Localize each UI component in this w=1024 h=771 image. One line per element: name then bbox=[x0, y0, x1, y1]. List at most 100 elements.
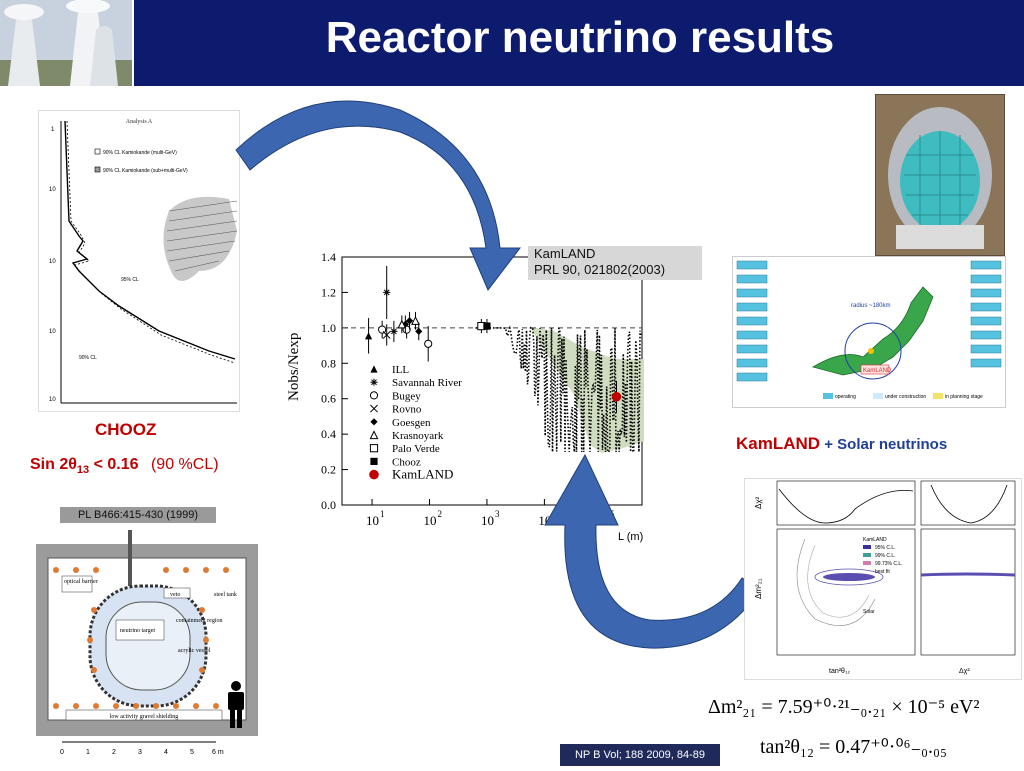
japan-reactor-map: radius ~180km KamLAND operating under co… bbox=[732, 256, 1006, 408]
y-tick-label-2: 0.4 bbox=[321, 427, 336, 441]
y-tick-label-0: 0.0 bbox=[321, 498, 336, 512]
chooz-detector-diagram: optical barrier veto steel tank neutrino… bbox=[36, 530, 258, 766]
chooz-label: CHOOZ bbox=[95, 420, 157, 439]
legend-krasnoyark: Krasnoyark bbox=[369, 430, 444, 442]
svg-text:Rovno: Rovno bbox=[392, 404, 422, 416]
map-radius-label: radius ~180km bbox=[851, 303, 891, 309]
svg-text:tan²θ₁₂: tan²θ₁₂ bbox=[829, 668, 850, 675]
point-goesgen-1 bbox=[405, 311, 414, 330]
x-tick-label-1: 10 bbox=[423, 513, 436, 528]
y-tick-label-5: 1.0 bbox=[321, 321, 336, 335]
kamland-ref-line2: PRL 90, 021802(2003) bbox=[534, 262, 666, 277]
svg-text:Chooz: Chooz bbox=[392, 456, 421, 468]
formula-delta-m2: Δm²₂₁ = 7.59⁺⁰·²¹₋₀.₂₁ × 10⁻⁵ eV² bbox=[708, 694, 1008, 728]
y-axis-label: Nobs/Nexp bbox=[286, 333, 302, 401]
contour-legend-9973: 99.73% C.L. bbox=[875, 561, 903, 567]
x-tick-exp-1: 2 bbox=[437, 509, 442, 519]
legend-palo-verde: Palo Verde bbox=[369, 443, 440, 455]
point-savannah-river-1 bbox=[390, 320, 398, 343]
formula-delta-m2-text: Δm²₂₁ = 7.59⁺⁰·²¹₋₀.₂₁ × 10⁻⁵ eV² bbox=[708, 696, 980, 718]
person-scale-icon bbox=[224, 680, 248, 730]
legend-chooz: Chooz bbox=[370, 456, 421, 468]
x-tick-label-0: 10 bbox=[366, 513, 379, 528]
kamland-name: KamLAND bbox=[736, 434, 821, 453]
point-krasnoyark-1 bbox=[411, 311, 420, 330]
svg-text:10: 10 bbox=[49, 329, 56, 335]
formula-tan2theta-text: tan²θ₁₂ = 0.47⁺⁰·⁰⁶₋₀.₀₅ bbox=[760, 736, 947, 758]
y-tick-label-3: 0.6 bbox=[321, 392, 336, 406]
point-ill-0 bbox=[364, 318, 373, 354]
chooz-figure-header: Analysis A bbox=[126, 119, 153, 125]
chooz-label-steel-tank: steel tank bbox=[214, 592, 237, 598]
y-tick-label-4: 0.8 bbox=[321, 356, 336, 370]
legend-ill: ILL bbox=[370, 364, 409, 376]
x-tick-label-2: 10 bbox=[481, 513, 494, 528]
svg-text:10: 10 bbox=[49, 187, 56, 193]
svg-text:Δχ²: Δχ² bbox=[754, 496, 763, 509]
scale-tick-4: 4 bbox=[164, 749, 168, 756]
legend-bugey: Bugey bbox=[369, 390, 421, 402]
svg-text:Goesgen: Goesgen bbox=[392, 417, 431, 429]
svg-text:Palo Verde: Palo Verde bbox=[392, 443, 440, 455]
contour-legend-95: 95% C.L. bbox=[875, 545, 896, 551]
kamland-band bbox=[530, 327, 644, 453]
arrow-solar-to-chart bbox=[544, 453, 761, 649]
point-bugey-0 bbox=[378, 320, 387, 339]
chooz-reference: PL B466:415-430 (1999) bbox=[60, 507, 216, 523]
point-kamland-0 bbox=[611, 380, 622, 413]
x-axis-label: L (m) bbox=[618, 531, 644, 543]
chooz-legend-1: 90% CL Kamiokande (multi-GeV) bbox=[103, 150, 177, 156]
kamland-detector-photo bbox=[875, 94, 1005, 256]
y-tick-label-7: 1.4 bbox=[321, 250, 336, 264]
svg-text:KamLAND: KamLAND bbox=[392, 467, 453, 482]
chooz-result-prefix: Sin 2θ bbox=[30, 456, 77, 473]
chooz-label-neutrino-target: neutrino target bbox=[120, 628, 155, 634]
point-krasnoyark-0 bbox=[397, 315, 407, 334]
svg-text:Savannah River: Savannah River bbox=[392, 377, 462, 389]
y-tick-label-1: 0.2 bbox=[321, 463, 336, 477]
scale-tick-3: 3 bbox=[138, 749, 142, 756]
svg-text:ILL: ILL bbox=[392, 364, 409, 376]
point-rovno-0 bbox=[382, 324, 391, 346]
scale-tick-0: 0 bbox=[60, 749, 64, 756]
legend-goesgen: Goesgen bbox=[370, 417, 431, 429]
chooz-label-acrylic: acrylic vessel bbox=[178, 648, 211, 654]
point-chooz-0 bbox=[483, 319, 491, 334]
arrow-chooz-to-chart bbox=[235, 100, 522, 291]
chooz-curve-label-95: 95% CL bbox=[121, 277, 139, 283]
svg-text:1: 1 bbox=[51, 127, 55, 133]
nuclear-physics-reference: NP B Vol; 188 2009, 84-89 bbox=[560, 744, 720, 766]
oscillation-curve bbox=[475, 325, 642, 453]
chooz-cl: (90 %CL) bbox=[150, 456, 219, 473]
point-savannah-river-0 bbox=[383, 265, 391, 319]
svg-text:10: 10 bbox=[49, 397, 56, 403]
x-tick-exp-2: 3 bbox=[495, 509, 500, 519]
chooz-legend-2: 90% CL Kamiokande (sub+multi-GeV) bbox=[103, 168, 188, 174]
svg-text:10: 10 bbox=[49, 259, 56, 265]
formula-tan2theta: tan²θ₁₂ = 0.47⁺⁰·⁰⁶₋₀.₀₅ bbox=[760, 734, 1000, 764]
kamland-solar-label: KamLAND + Solar neutrinos bbox=[736, 434, 947, 454]
x-tick-exp-0: 1 bbox=[380, 509, 385, 519]
chooz-label-containment: containment region bbox=[176, 618, 223, 624]
chooz-result-value: < 0.16 bbox=[89, 456, 139, 473]
svg-text:Bugey: Bugey bbox=[392, 390, 421, 402]
cooling-tower-photo bbox=[0, 0, 134, 86]
y-tick-label-6: 1.2 bbox=[321, 285, 336, 299]
kamland-ref-box: KamLAND PRL 90, 021802(2003) bbox=[528, 246, 702, 280]
scale-tick-2: 2 bbox=[112, 749, 116, 756]
point-bugey-2 bbox=[424, 326, 433, 362]
scale-tick-5: 5 bbox=[190, 749, 194, 756]
contour-legend-bestfit: best fit bbox=[875, 569, 890, 575]
svg-text:Krasnoyark: Krasnoyark bbox=[392, 430, 444, 442]
solar-text: + Solar neutrinos bbox=[820, 436, 948, 453]
svg-text:Δm²₂₁: Δm²₂₁ bbox=[754, 578, 763, 599]
contour-plot: Δχ² Δm²₂₁ tan²θ₁₂ Δχ² KamLAND 95% C.L. 9… bbox=[744, 478, 1022, 680]
map-legend-operating: operating bbox=[835, 394, 856, 400]
chooz-result-sub: 13 bbox=[76, 464, 90, 477]
title-bar: Reactor neutrino results bbox=[0, 0, 1024, 86]
map-legend-planning: in planning stage bbox=[945, 394, 983, 400]
map-kamland-label: KamLAND bbox=[863, 368, 892, 374]
kamland-ref-line1: KamLAND bbox=[534, 246, 596, 261]
legend-rovno: Rovno bbox=[370, 404, 422, 416]
